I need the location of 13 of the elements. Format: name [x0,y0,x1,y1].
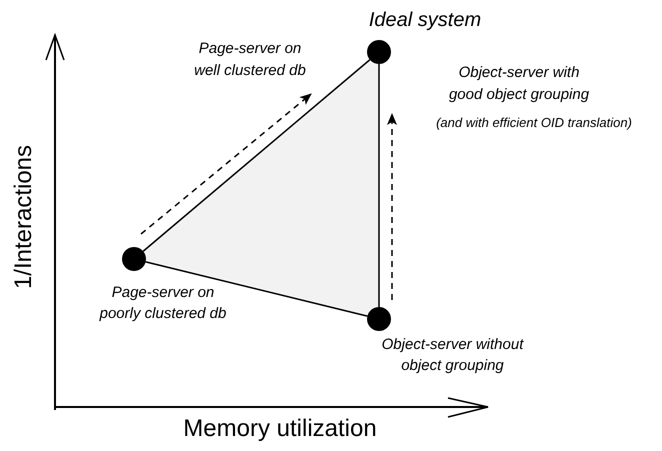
point-label: Page-server on poorly clustered db [98,283,228,324]
triangle-edge [378,64,380,307]
edge-label: Page-server on well clustered db [193,39,307,81]
point-label: Object-server without object grouping [380,335,525,376]
note-text: (and with efficient OID translation) [435,116,633,129]
axis-title: 1/Interactions [12,144,36,292]
dashed-arrow [387,113,397,300]
triangle-edge [145,261,368,317]
axis-title: Memory utilization [182,417,378,441]
triangle-edge [142,59,370,252]
edge-label: Object-server with good object grouping [448,63,590,105]
point-label: Ideal system [368,8,482,33]
dashed-arrow [140,93,312,235]
